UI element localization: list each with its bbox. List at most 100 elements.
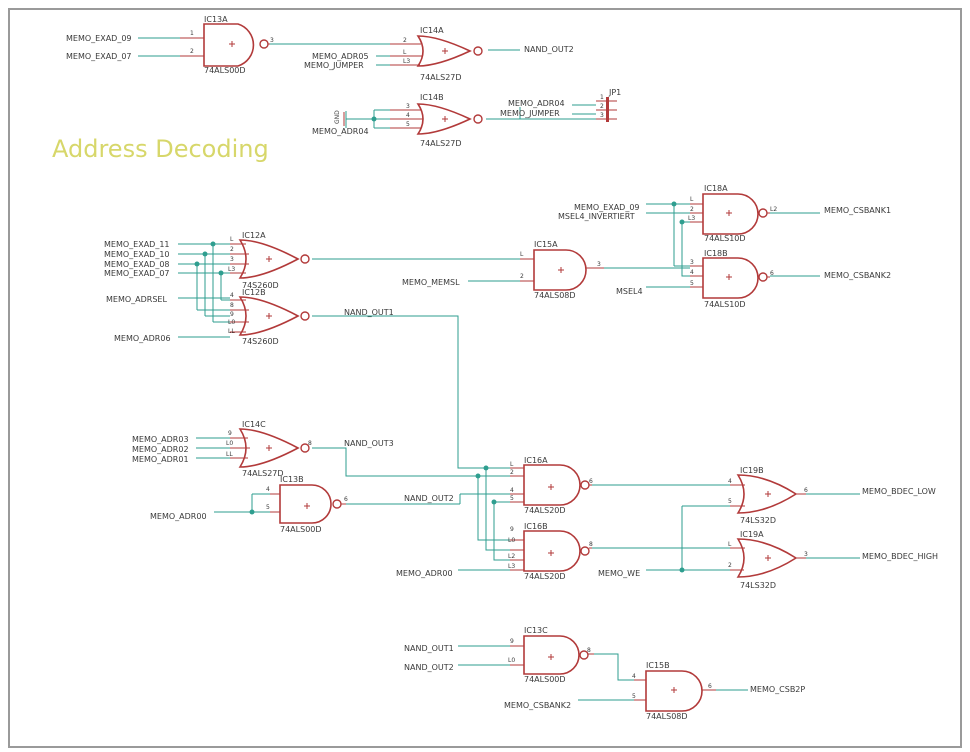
net-label: MEMO_EXAD_09 (66, 34, 132, 43)
net-labels: MEMO_EXAD_09 MEMO_EXAD_07 MEMO_ADR05 MEM… (66, 34, 938, 710)
gate-ic19b-part: 74LS32D (740, 516, 776, 525)
net-label: MEMO_CSBANK2 (504, 701, 571, 710)
gate-ic13b-part: 74ALS00D (280, 525, 322, 534)
gate-ic19a-part: 74LS32D (740, 581, 776, 590)
gate-ic16b-part: 74ALS20D (524, 572, 566, 581)
net-label: MEMO_ADR03 (132, 435, 189, 444)
gate-ic15b-part: 74ALS08D (646, 712, 688, 721)
svg-text:3: 3 (270, 37, 274, 44)
svg-text:1: 1 (600, 94, 604, 101)
svg-text:4: 4 (406, 112, 410, 119)
svg-text:L: L (510, 461, 514, 468)
net-label: MEMO_ADR00 (396, 569, 453, 578)
gate-ic14b-name: IC14B (420, 93, 444, 102)
net-label: MEMO_CSBANK2 (824, 271, 891, 280)
svg-text:2: 2 (230, 246, 234, 253)
net-label: NAND_OUT2 (524, 45, 574, 54)
svg-text:8: 8 (230, 302, 234, 309)
net-label: NAND_OUT2 (404, 663, 454, 672)
svg-text:4: 4 (632, 673, 636, 680)
net-label: MEMO_MEMSL (402, 278, 460, 287)
svg-text:5: 5 (690, 280, 694, 287)
gnd-symbol: GND (334, 110, 345, 126)
net-label: MEMO_CSBANK1 (824, 206, 891, 215)
gate-ic18b-part: 74ALS10D (704, 300, 746, 309)
gate-ic15b: IC15B 74ALS08D 456 (632, 661, 716, 721)
svg-text:2: 2 (520, 273, 524, 280)
svg-text:8: 8 (589, 541, 593, 548)
gate-ic13c-name: IC13C (524, 626, 548, 635)
gate-ic19a: IC19A 74LS32D L23 (728, 530, 808, 590)
net-label: MEMO_ADR02 (132, 445, 189, 454)
gate-ic12a-part: 74S260D (242, 281, 279, 290)
svg-text:2: 2 (190, 48, 194, 55)
svg-text:L0: L0 (508, 657, 515, 664)
gate-ic12a-name: IC12A (242, 231, 266, 240)
net-label: MEMO_EXAD_07 (66, 52, 132, 61)
svg-text:6: 6 (708, 683, 712, 690)
jumper-jp1: JP1 1 2 3 (596, 88, 621, 122)
svg-text:L0: L0 (508, 537, 515, 544)
net-label: MEMO_EXAD_11 (104, 240, 170, 249)
gate-ic18a-name: IC18A (704, 184, 728, 193)
gate-ic12b-name: IC12B (242, 288, 266, 297)
svg-text:L: L (520, 251, 524, 258)
gate-ic13b-name: IC13B (280, 475, 304, 484)
svg-text:9: 9 (510, 638, 514, 645)
svg-text:4: 4 (510, 487, 514, 494)
wires (138, 37, 860, 701)
gate-ic13a: IC13A 74ALS00D 1 2 3 (180, 15, 274, 75)
gate-ic19b: IC19B 74LS32D 456 (728, 466, 808, 525)
svg-text:9: 9 (228, 430, 232, 437)
svg-text:5: 5 (510, 495, 514, 502)
gate-ic16a-part: 74ALS20D (524, 506, 566, 515)
net-label: MEMO_EXAD_10 (104, 250, 170, 259)
sheet-frame (8, 8, 962, 748)
svg-text:6: 6 (804, 487, 808, 494)
gate-ic16a-name: IC16A (524, 456, 548, 465)
svg-text:LL: LL (228, 328, 235, 335)
gate-ic13a-part: 74ALS00D (204, 66, 246, 75)
net-label: MSEL4 (616, 287, 643, 296)
svg-text:3: 3 (804, 551, 808, 558)
net-label: MEMO_JUMPER (304, 61, 364, 70)
net-label: MEMO_EXAD_09 (574, 203, 640, 212)
gate-ic15a: IC15A 74ALS08D L23 (520, 240, 604, 300)
net-label: MEMO_CSB2P (750, 685, 805, 694)
sheet-title: Address Decoding (52, 135, 269, 163)
svg-text:4: 4 (690, 269, 694, 276)
svg-text:2: 2 (600, 103, 604, 110)
svg-text:L0: L0 (226, 440, 233, 447)
svg-text:L2: L2 (508, 553, 515, 560)
svg-text:6: 6 (344, 496, 348, 503)
gate-ic16b-name: IC16B (524, 522, 548, 531)
gnd-label: GND (334, 110, 341, 124)
svg-text:3: 3 (600, 112, 604, 119)
gate-ic14a-part: 74ALS27D (420, 73, 462, 82)
net-label: MEMO_EXAD_08 (104, 260, 170, 269)
gate-ic13c-part: 74ALS00D (524, 675, 566, 684)
svg-text:9: 9 (230, 311, 234, 318)
svg-text:L3: L3 (403, 58, 410, 65)
junctions (194, 116, 685, 573)
gate-ic15a-part: 74ALS08D (534, 291, 576, 300)
svg-text:1: 1 (190, 30, 194, 37)
gate-ic13a-name: IC13A (204, 15, 228, 24)
jumper-name: JP1 (608, 88, 621, 97)
net-label: MEMO_WE (598, 569, 640, 578)
gate-ic15a-name: IC15A (534, 240, 558, 249)
svg-text:L: L (728, 541, 732, 548)
svg-text:3: 3 (230, 256, 234, 263)
net-label: MEMO_ADR05 (312, 52, 369, 61)
net-label: MEMO_EXAD_07 (104, 269, 170, 278)
svg-text:5: 5 (406, 121, 410, 128)
